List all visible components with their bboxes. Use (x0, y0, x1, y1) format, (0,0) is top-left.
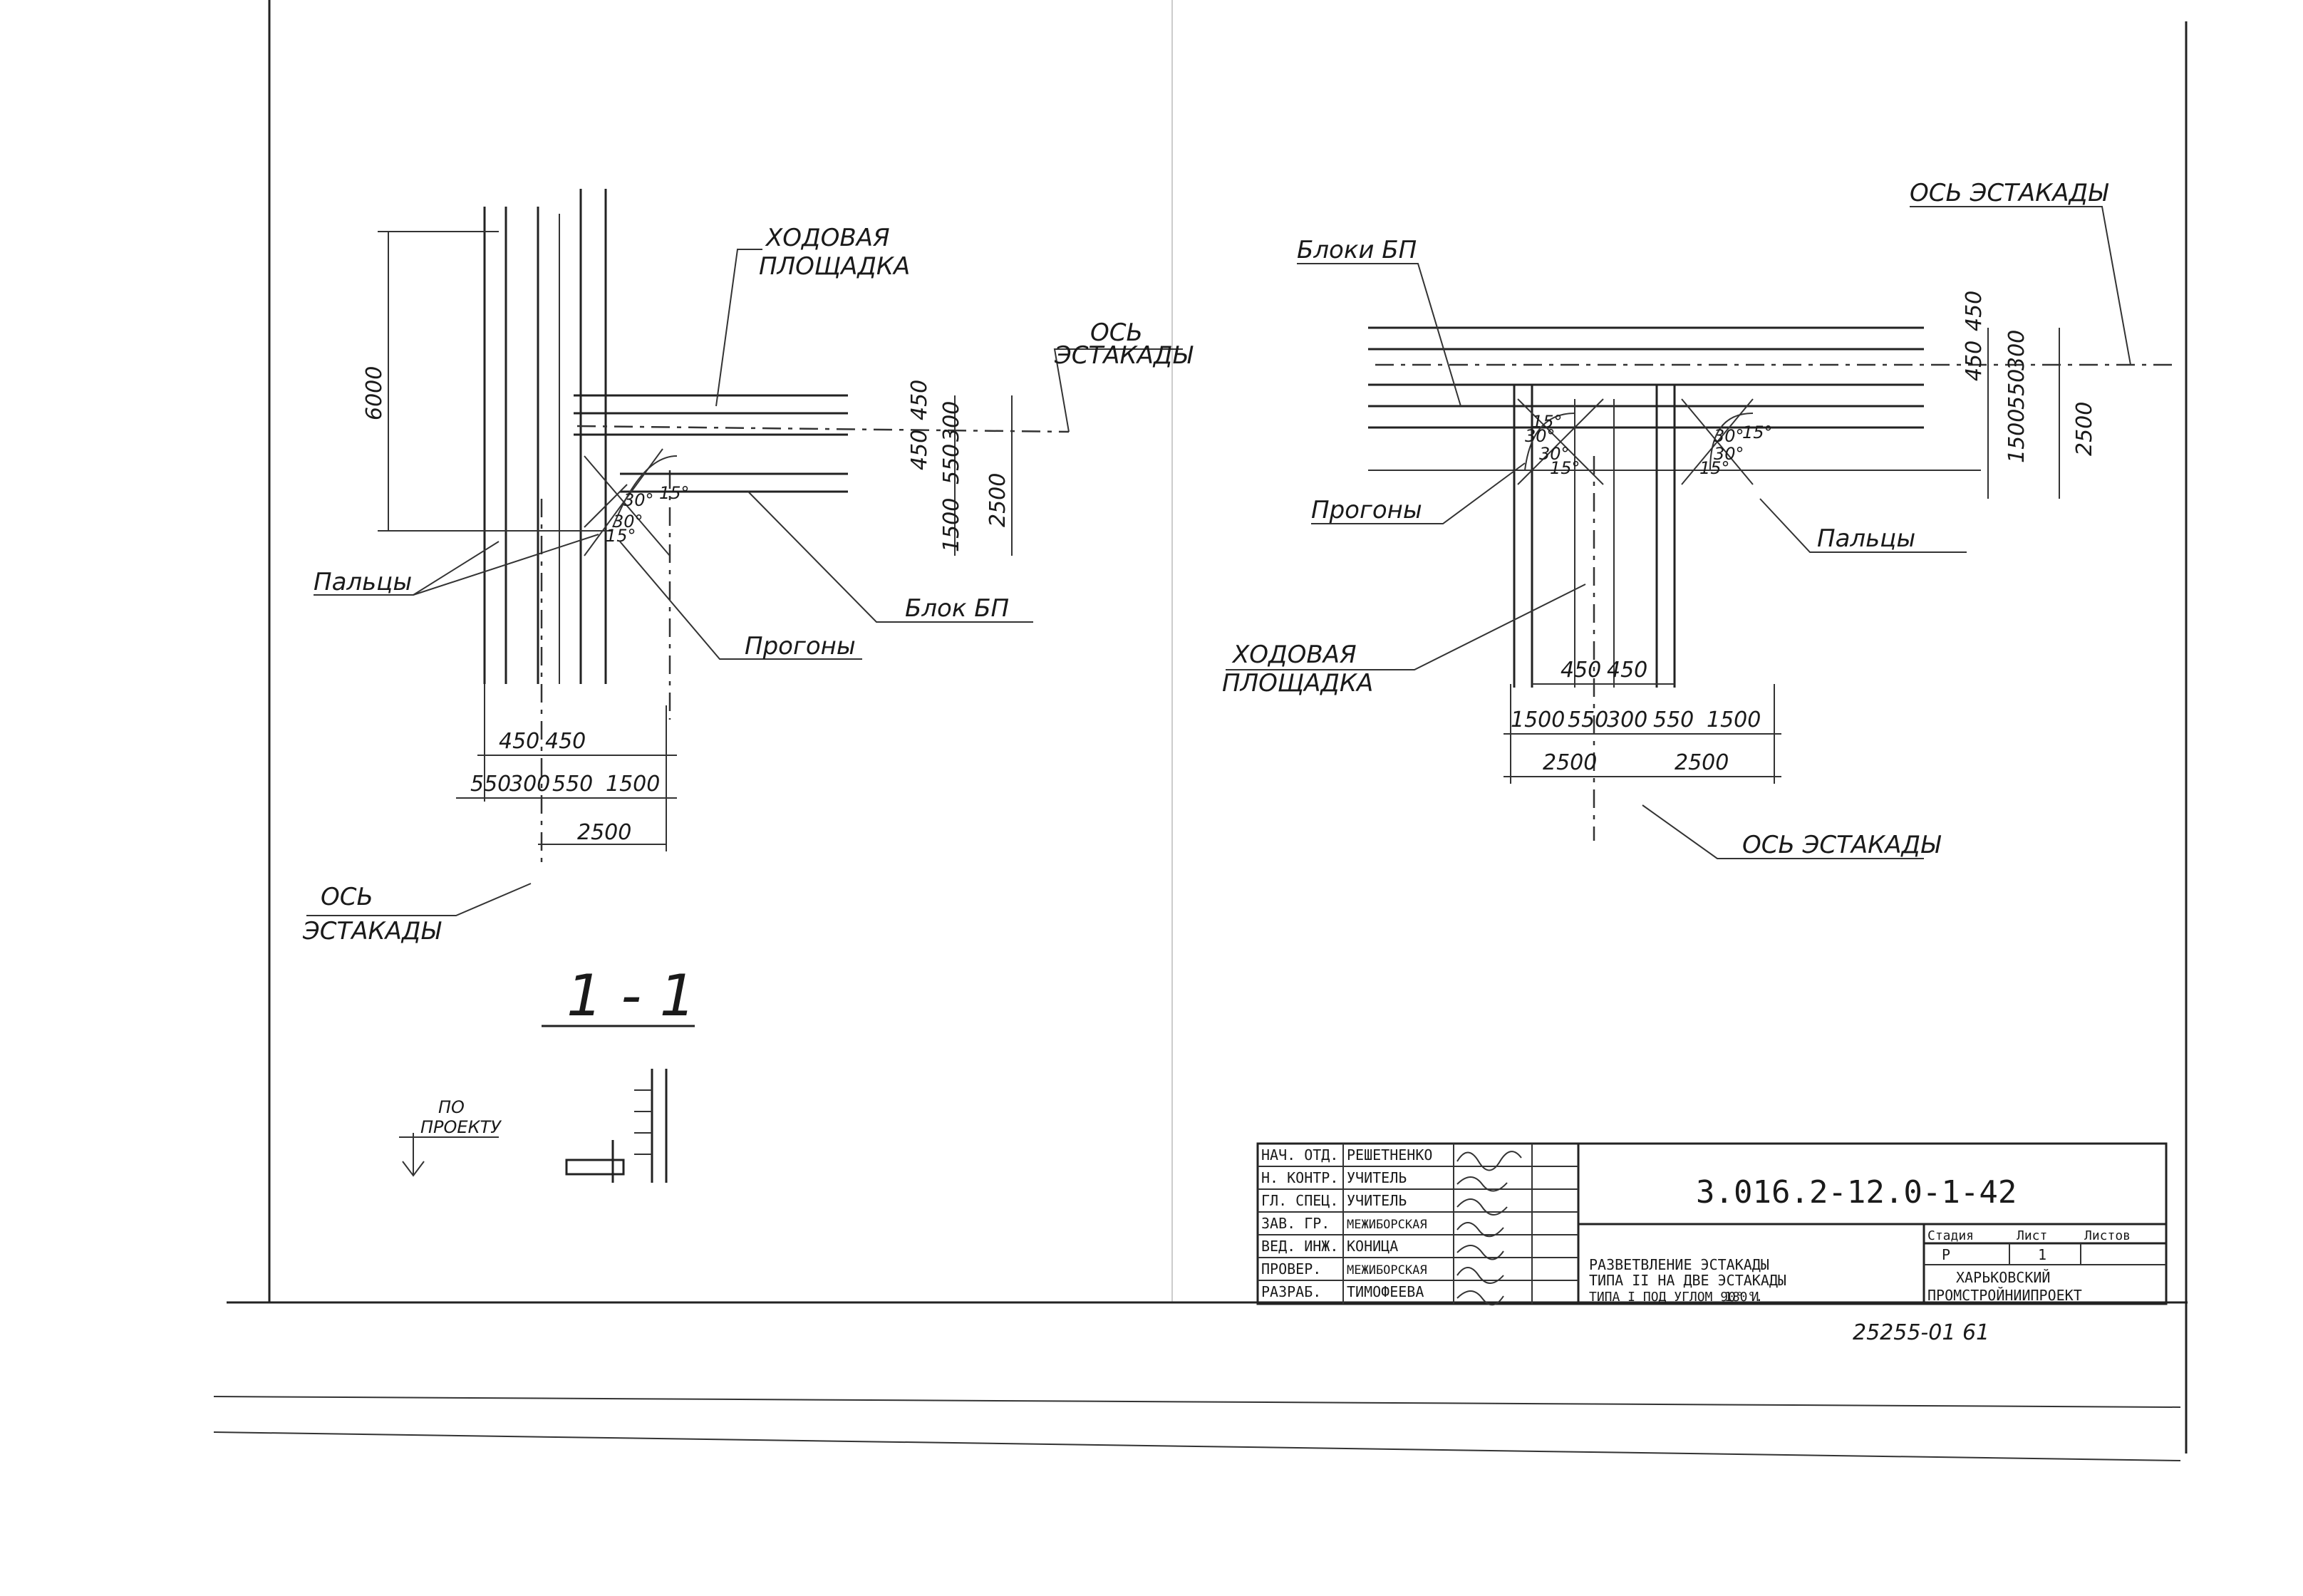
sheets-label: Листов (2084, 1228, 2131, 1243)
right-angle-4: 15° (1550, 458, 1580, 478)
name-5: КОНИЦА (1347, 1238, 1398, 1255)
left-view (306, 189, 1183, 916)
name-4: МЕЖИБОРСКАЯ (1347, 1218, 1427, 1232)
description-4: 180°. (1724, 1290, 1763, 1305)
left-block-label: Блок БП (905, 594, 1009, 623)
right-dim-b2500a: 2500 (1543, 750, 1597, 775)
role-6: ПРОВЕР. (1261, 1260, 1321, 1278)
right-dim-v2500: 2500 (2072, 402, 2097, 456)
left-walkway-label-2: ПЛОЩАДКА (759, 252, 910, 281)
org-name-1: ХАРЬКОВСКИЙ (1956, 1269, 2050, 1286)
right-labels: Блоки БП ОСЬ ЭСТАКАДЫ Прогоны Пальцы ХОД… (1222, 179, 2109, 859)
role-2: Н. КОНТР. (1261, 1169, 1338, 1186)
right-angle-5: 30° (1714, 426, 1744, 446)
role-5: ВЕД. ИНЖ. (1261, 1238, 1338, 1255)
name-1: РЕШЕТНЕНКО (1347, 1146, 1432, 1164)
description-2: ТИПА II НА ДВЕ ЭСТАКАДЫ (1589, 1272, 1786, 1289)
right-purlins-label: Прогоны (1311, 496, 1422, 524)
description-3: ТИПА I ПОД УГЛОМ 90° И (1589, 1290, 1759, 1305)
right-angle-6: 30° (1714, 444, 1744, 464)
right-dim-h450a: 450 (1561, 658, 1601, 683)
sheet-value: 1 (2038, 1246, 2046, 1263)
right-walkway-label-2: ПЛОЩАДКА (1222, 669, 1373, 698)
left-dim-b2500: 2500 (577, 820, 631, 845)
title-block: НАЧ. ОТД. Н. КОНТР. ГЛ. СПЕЦ. ЗАВ. ГР. В… (1256, 1142, 2168, 1345)
name-6: МЕЖИБОРСКАЯ (1347, 1263, 1427, 1278)
role-7: РАЗРАБ. (1261, 1283, 1321, 1300)
right-axis-bottom-label: ОСЬ ЭСТАКАДЫ (1742, 831, 1942, 859)
right-angle-8: 15° (1699, 458, 1730, 478)
name-7: ТИМОФЕЕВА (1347, 1283, 1424, 1300)
role-4: ЗАВ. ГР. (1261, 1215, 1330, 1232)
left-dim-b550: 550 (470, 772, 511, 797)
right-dim-v450a: 450 (1962, 341, 1987, 381)
right-angle-3: 30° (1539, 444, 1570, 464)
left-labels: ХОДОВАЯ ПЛОЩАДКА ОСЬ ЭСТАКАДЫ Пальцы Бло… (302, 224, 1194, 945)
left-dim-r2500: 2500 (985, 473, 1010, 527)
stage-label: Стадия (1927, 1228, 1974, 1243)
role-3: ГЛ. СПЕЦ. (1261, 1192, 1338, 1209)
left-angle-3: 15° (659, 483, 690, 503)
left-dim-b1500: 1500 (606, 772, 660, 797)
name-3: УЧИТЕЛЬ (1347, 1192, 1407, 1209)
right-dim-v300: 300 (2004, 330, 2029, 370)
drawing-code: 3.016.2-12.0-1-42 (1696, 1174, 2017, 1211)
stage-value: Р (1942, 1246, 1950, 1263)
left-axis-bottom-label-1: ОСЬ (321, 883, 373, 911)
right-dim-h450b: 450 (1607, 658, 1647, 683)
left-dim-6000: 6000 (362, 366, 387, 420)
right-axis-top-label: ОСЬ ЭСТАКАДЫ (1910, 179, 2109, 207)
right-dim-v450b: 450 (1962, 291, 1987, 331)
right-fingers-label: Пальцы (1817, 524, 1915, 553)
sheet-label: Лист (2017, 1228, 2047, 1243)
section-title: 1 - 1 (566, 963, 696, 1029)
right-dim-v550: 550 (2004, 369, 2029, 410)
left-dim-r300: 300 (939, 401, 964, 442)
left-walkway-label-1: ХОДОВАЯ (765, 224, 890, 252)
name-2: УЧИТЕЛЬ (1347, 1169, 1407, 1186)
section-note-1: ПО (438, 1097, 465, 1117)
left-dim-b300: 300 (509, 772, 550, 797)
right-dim-b550a: 550 (1568, 708, 1608, 732)
right-angle-1: 15° (1532, 412, 1563, 432)
left-axis-label-2: ЭСТАКАДЫ (1054, 341, 1194, 370)
org-name-2: ПРОМСТРОЙНИИПРОЕКТ (1927, 1287, 2082, 1304)
left-angle-1: 30° (623, 490, 654, 510)
left-dim-b550b: 550 (552, 772, 593, 797)
right-blocks-label: Блоки БП (1297, 236, 1417, 264)
left-purlins-label: Прогоны (745, 632, 856, 660)
left-dim-h450a: 450 (499, 729, 539, 754)
section-1-1: 1 - 1 ПО ПРОЕКТУ (399, 963, 696, 1183)
left-dim-r1500: 1500 (939, 498, 964, 552)
role-1: НАЧ. ОТД. (1261, 1146, 1338, 1164)
left-dim-v450b: 450 (907, 380, 932, 420)
right-dim-v1500: 1500 (2004, 409, 2029, 463)
description-1: РАЗВЕТВЛЕНИЕ ЭСТАКАДЫ (1589, 1256, 1769, 1273)
right-view (1226, 206, 2173, 859)
left-dim-r550: 550 (939, 444, 964, 484)
drawing-frame (213, 0, 2188, 1461)
right-walkway-label-1: ХОДОВАЯ (1231, 641, 1357, 669)
left-angle-2: 30° (613, 512, 643, 532)
stamp-number: 25255-01 61 (1853, 1320, 1989, 1345)
right-dim-b300: 300 (1607, 708, 1647, 732)
left-fingers-label: Пальцы (314, 568, 412, 596)
left-axis-bottom-label-2: ЭСТАКАДЫ (302, 917, 442, 945)
left-dim-v450a: 450 (907, 430, 932, 470)
right-dim-b1500b: 1500 (1707, 708, 1761, 732)
left-angle-4: 15° (606, 526, 636, 546)
left-axis-label-1: ОСЬ (1090, 318, 1143, 347)
right-dim-b2500b: 2500 (1675, 750, 1729, 775)
right-dim-b550b: 550 (1653, 708, 1694, 732)
section-note-2: ПРОЕКТУ (420, 1117, 502, 1137)
right-angle-7: 15° (1742, 423, 1773, 442)
right-dim-b1500a: 1500 (1511, 708, 1565, 732)
right-angle-2: 30° (1525, 426, 1556, 446)
left-dim-h450b: 450 (545, 729, 586, 754)
